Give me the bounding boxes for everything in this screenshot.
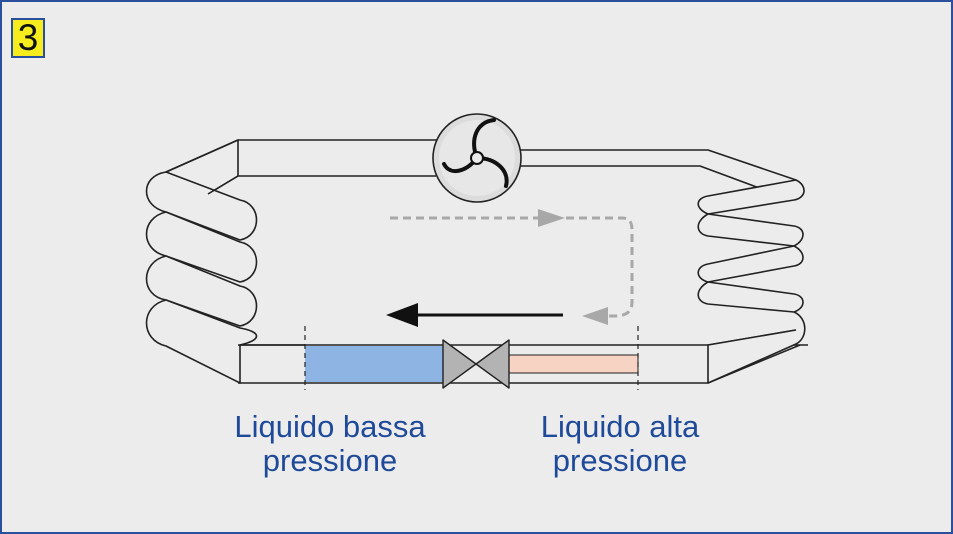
step-number-badge: 3 [11,18,45,58]
flow-arrowhead-dashed-top [538,209,565,227]
evaporator-coil [145,139,258,384]
low-pressure-label-line1: Liquido bassa [234,409,426,444]
high-pressure-label-line2: pressione [552,443,688,478]
condenser-coil [697,179,806,384]
low-pressure-label-line2: pressione [262,443,398,478]
flow-arrow [386,303,418,327]
flow-arrow-dashed [390,216,634,318]
fan-icon [432,113,522,203]
high-pressure-segment [507,354,639,374]
low-pressure-segment [305,346,443,382]
flow-arrowhead-dashed-bottom [582,307,608,325]
expansion-valve [442,339,510,389]
high-pressure-label-line1: Liquido alta [540,409,700,444]
low-pressure-liquid-label: Liquido bassa pressione [210,410,450,478]
high-pressure-liquid-label: Liquido alta pressione [510,410,730,478]
